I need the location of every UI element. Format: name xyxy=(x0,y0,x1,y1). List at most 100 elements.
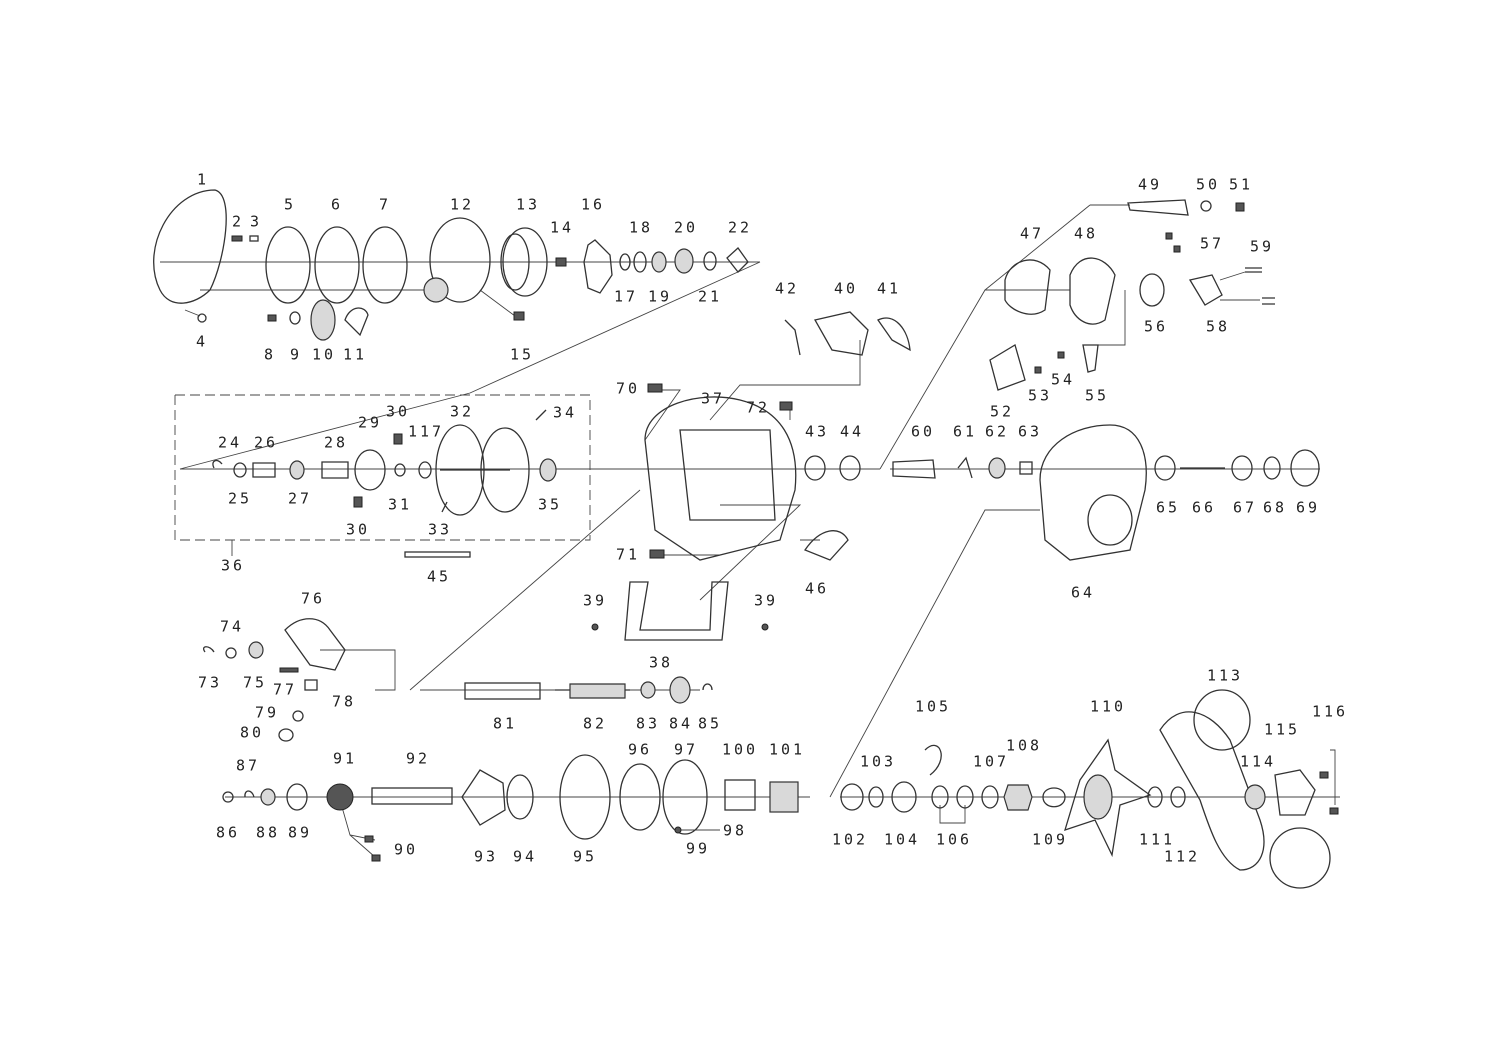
label-67: 67 xyxy=(1233,499,1257,517)
part-labels: 1 2 3 4 5 6 7 8 9 10 11 12 13 14 15 16 1… xyxy=(196,171,1348,866)
label-86: 86 xyxy=(216,824,240,842)
label-5: 5 xyxy=(284,196,296,214)
label-58: 58 xyxy=(1206,318,1230,336)
label-112: 112 xyxy=(1164,848,1200,866)
label-32: 32 xyxy=(450,403,474,421)
label-82: 82 xyxy=(583,715,607,733)
label-29: 29 xyxy=(358,414,382,432)
label-7: 7 xyxy=(379,196,391,214)
label-83: 83 xyxy=(636,715,660,733)
label-95: 95 xyxy=(573,848,597,866)
label-33: 33 xyxy=(428,521,452,539)
label-38: 38 xyxy=(649,654,673,672)
label-74: 74 xyxy=(220,618,244,636)
label-37: 37 xyxy=(701,390,725,408)
parts xyxy=(153,189,1339,889)
label-19: 19 xyxy=(648,288,672,306)
label-39b: 39 xyxy=(754,592,778,610)
label-12: 12 xyxy=(450,196,474,214)
label-105: 105 xyxy=(915,698,951,716)
label-91: 91 xyxy=(333,750,357,768)
label-40: 40 xyxy=(834,280,858,298)
label-62: 62 xyxy=(985,423,1009,441)
label-100: 100 xyxy=(722,741,758,759)
label-72: 72 xyxy=(746,399,770,417)
label-68: 68 xyxy=(1263,499,1287,517)
label-99: 99 xyxy=(686,840,710,858)
label-73: 73 xyxy=(198,674,222,692)
label-64: 64 xyxy=(1071,584,1095,602)
label-9: 9 xyxy=(290,346,302,364)
label-106: 106 xyxy=(936,831,972,849)
label-51: 51 xyxy=(1229,176,1253,194)
label-15: 15 xyxy=(510,346,534,364)
label-81: 81 xyxy=(493,715,517,733)
label-34: 34 xyxy=(553,404,577,422)
label-98: 98 xyxy=(723,822,747,840)
label-22: 22 xyxy=(728,219,752,237)
label-1: 1 xyxy=(197,171,209,189)
label-107: 107 xyxy=(973,753,1009,771)
label-108: 108 xyxy=(1006,737,1042,755)
label-53: 53 xyxy=(1028,387,1052,405)
label-84: 84 xyxy=(669,715,693,733)
label-31: 31 xyxy=(388,496,412,514)
label-110: 110 xyxy=(1090,698,1126,716)
label-30b: 30 xyxy=(346,521,370,539)
label-88: 88 xyxy=(256,824,280,842)
label-4: 4 xyxy=(196,333,208,351)
label-57: 57 xyxy=(1200,235,1224,253)
label-103: 103 xyxy=(860,753,896,771)
label-89: 89 xyxy=(288,824,312,842)
label-87: 87 xyxy=(236,757,260,775)
label-18: 18 xyxy=(629,219,653,237)
label-30a: 30 xyxy=(386,403,410,421)
label-85: 85 xyxy=(698,715,722,733)
label-10: 10 xyxy=(312,346,336,364)
label-116: 116 xyxy=(1312,703,1348,721)
label-16: 16 xyxy=(581,196,605,214)
label-49: 49 xyxy=(1138,176,1162,194)
label-47: 47 xyxy=(1020,225,1044,243)
label-90: 90 xyxy=(394,841,418,859)
label-60: 60 xyxy=(911,423,935,441)
label-45: 45 xyxy=(427,568,451,586)
label-46: 46 xyxy=(805,580,829,598)
label-25: 25 xyxy=(228,490,252,508)
label-52: 52 xyxy=(990,403,1014,421)
label-97: 97 xyxy=(674,741,698,759)
label-2: 2 xyxy=(232,213,244,231)
label-76: 76 xyxy=(301,590,325,608)
label-6: 6 xyxy=(331,196,343,214)
label-77: 77 xyxy=(273,681,297,699)
label-113: 113 xyxy=(1207,667,1243,685)
label-94: 94 xyxy=(513,848,537,866)
label-109: 109 xyxy=(1032,831,1068,849)
label-3: 3 xyxy=(250,213,262,231)
label-44: 44 xyxy=(840,423,864,441)
label-21: 21 xyxy=(698,288,722,306)
label-63: 63 xyxy=(1018,423,1042,441)
label-59: 59 xyxy=(1250,238,1274,256)
label-43: 43 xyxy=(805,423,829,441)
label-114: 114 xyxy=(1240,753,1276,771)
label-71: 71 xyxy=(616,546,640,564)
label-27: 27 xyxy=(288,490,312,508)
label-66: 66 xyxy=(1192,499,1216,517)
label-55: 55 xyxy=(1085,387,1109,405)
label-115: 115 xyxy=(1264,721,1300,739)
label-54: 54 xyxy=(1051,371,1075,389)
label-35: 35 xyxy=(538,496,562,514)
label-61: 61 xyxy=(953,423,977,441)
label-48: 48 xyxy=(1074,225,1098,243)
label-69: 69 xyxy=(1296,499,1320,517)
label-111: 111 xyxy=(1139,831,1175,849)
label-75: 75 xyxy=(243,674,267,692)
label-101: 101 xyxy=(769,741,805,759)
label-104: 104 xyxy=(884,831,920,849)
label-13: 13 xyxy=(516,196,540,214)
label-50: 50 xyxy=(1196,176,1220,194)
label-11: 11 xyxy=(343,346,367,364)
label-8: 8 xyxy=(264,346,276,364)
